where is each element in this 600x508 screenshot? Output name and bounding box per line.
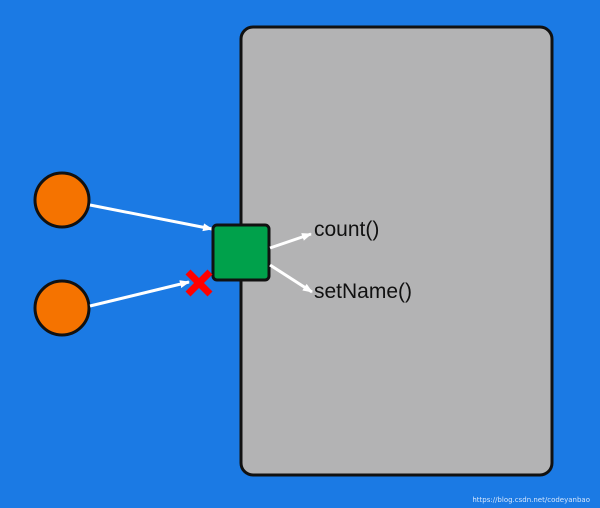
client-circle-bottom [33, 279, 91, 337]
arrow-to-setname [269, 263, 313, 294]
watermark-text: https://blog.csdn.net/codeyanbao [472, 496, 590, 504]
arrow-top-to-interface [89, 203, 213, 232]
arrow-bottom-to-interface [89, 280, 190, 308]
interface-square [211, 223, 271, 282]
method-setname-label: setName() [314, 280, 413, 303]
arrow-to-count [269, 232, 312, 250]
method-count-label: count() [314, 218, 380, 241]
object-panel [239, 25, 554, 477]
client-circle-top [33, 171, 91, 229]
blocked-x-icon [185, 269, 213, 297]
